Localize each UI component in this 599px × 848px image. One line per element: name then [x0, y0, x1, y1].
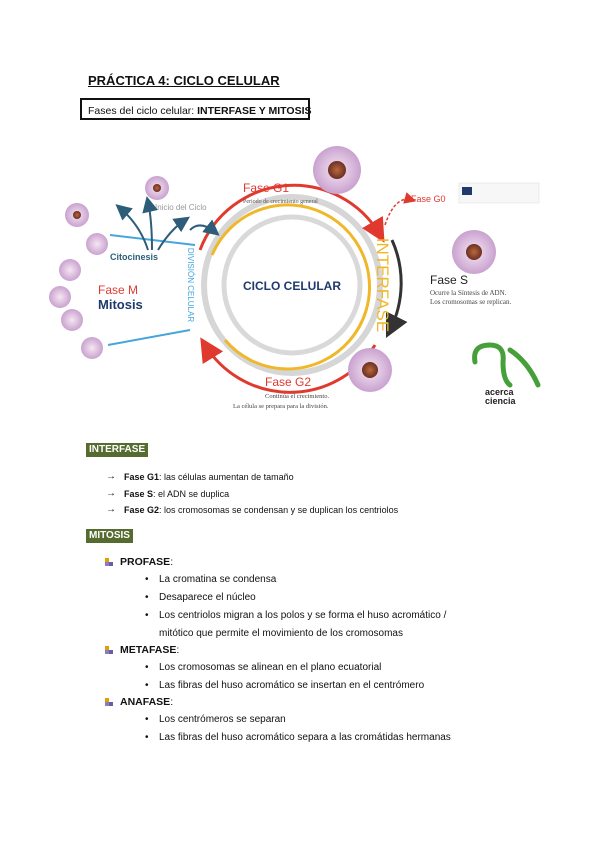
- interfase-item-bold: Fase S: [124, 488, 154, 499]
- outer-gray-ring: [201, 194, 383, 376]
- m-title: Fase M: [98, 283, 138, 297]
- interfase-item-text: : las células aumentan de tamaño: [159, 471, 294, 482]
- profase-heading: PROFASE:: [104, 556, 173, 568]
- interfase-item-g2: → Fase G2: los cromosomas se condensan y…: [106, 504, 398, 515]
- m-blue-line-bottom: [107, 329, 191, 346]
- g0-arrow: [384, 192, 417, 226]
- m-title-2: Mitosis: [98, 297, 143, 312]
- profase-item: •La cromatina se condensa: [145, 574, 277, 585]
- inicio-arrow-2: [142, 196, 158, 251]
- g0-thumbnail: [458, 182, 540, 204]
- s-title: Fase S: [430, 273, 468, 287]
- interfase-item-s: → Fase S: el ADN se duplica: [106, 488, 229, 499]
- s-desc-2: Los cromosomas se replican.: [430, 298, 512, 306]
- g0-thumbnail-icon: [462, 187, 472, 195]
- anafase-item-text: Los centrómeros se separan: [159, 714, 286, 725]
- right-arrow-icon: →: [106, 488, 116, 499]
- interfase-item-bold: Fase G1: [124, 471, 160, 482]
- push-pin-icon: [104, 557, 114, 567]
- metafase-item: •Las fibras del huso acromático se inser…: [145, 680, 425, 691]
- mitosis-cell-6: [61, 309, 83, 331]
- g1-desc: Periodo de crecimiento general: [243, 199, 318, 205]
- logo-text-2: ciencia: [485, 396, 517, 406]
- anafase-label: ANAFASE: [120, 696, 171, 708]
- mitosis-cell-5: [49, 286, 71, 308]
- push-pin-icon: [104, 697, 114, 707]
- interfase-item-bold: Fase G2: [124, 504, 160, 515]
- citocinesis-label: Citocinesis: [110, 252, 158, 262]
- mitosis-cell-7: [81, 337, 103, 359]
- mitosis-cell-3: [86, 233, 108, 255]
- profase-item-text: mitótico que permite el movimiento de lo…: [159, 628, 403, 639]
- g2-desc-1: Continúa el crecimiento.: [265, 393, 329, 400]
- logo-mark: [472, 342, 541, 388]
- g2-nucleus: [362, 362, 378, 378]
- document-title: PRÁCTICA 4: CICLO CELULAR: [88, 73, 280, 88]
- g2-desc-2: La célula se prepara para la división.: [233, 403, 329, 410]
- push-pin-icon: [104, 645, 114, 655]
- anafase-item: •Los centrómeros se separan: [145, 714, 286, 725]
- inner-gray-ring: [221, 214, 363, 356]
- g1-nucleus: [328, 161, 346, 179]
- division-vertical-label: DIVISIÓN CELULAR: [186, 248, 195, 322]
- g1-title: Fase G1: [243, 181, 289, 195]
- inicio-arrow-4: [189, 219, 220, 236]
- mitosis-cell-2-nucleus: [73, 211, 81, 219]
- interfase-item-text: : los cromosomas se condensan y se dupli…: [159, 504, 399, 515]
- inicio-arrow-1: [115, 204, 149, 251]
- anafase-item-text: Las fibras del huso acromático separa a …: [159, 732, 451, 743]
- inicio-label: Inicio del Ciclo: [155, 203, 207, 212]
- metafase-item: •Los cromosomas se alinean en el plano e…: [145, 662, 382, 673]
- interfase-item-g1: → Fase G1: las células aumentan de tamañ…: [106, 471, 294, 482]
- subtitle-bold: INTERFASE Y MITOSIS: [197, 105, 312, 117]
- s-nucleus: [466, 244, 482, 260]
- subtitle-prefix: Fases del ciclo celular:: [88, 105, 198, 117]
- profase-item: •Los centriolos migran a los polos y se …: [145, 610, 447, 621]
- cell-cycle-diagram: CICLO CELULAR INTERFASE DIVISIÓN CELULAR…: [49, 146, 541, 410]
- logo-text-1: acerca: [485, 387, 515, 397]
- profase-item-continued: mitótico que permite el movimiento de lo…: [145, 628, 403, 639]
- metafase-label: METAFASE: [120, 644, 177, 656]
- g0-title: Fase G0: [411, 194, 446, 204]
- center-label: CICLO CELULAR: [243, 279, 341, 293]
- mitosis-cell-1-nucleus: [153, 184, 161, 192]
- anafase-item: •Las fibras del huso acromático separa a…: [145, 732, 451, 743]
- mitosis-cell-4: [59, 259, 81, 281]
- metafase-heading: METAFASE:: [104, 644, 179, 656]
- inicio-arrow-3: [157, 216, 190, 251]
- profase-label: PROFASE: [120, 556, 171, 568]
- profase-item-text: Los centriolos migran a los polos y se f…: [159, 610, 447, 621]
- yellow-interfase-arc: [210, 203, 372, 371]
- metafase-item-text: Los cromosomas se alinean en el plano ec…: [159, 662, 382, 673]
- interfase-heading: INTERFASE: [86, 443, 149, 457]
- subtitle-box: Fases del ciclo celular: INTERFASE Y MIT…: [80, 98, 312, 120]
- s-desc-1: Ocurre la Síntesis de ADN.: [430, 289, 507, 297]
- profase-item-text: La cromatina se condensa: [159, 574, 277, 585]
- right-arrow-icon: →: [106, 504, 116, 515]
- g2-title: Fase G2: [265, 375, 311, 389]
- profase-item: •Desaparece el núcleo: [145, 592, 256, 603]
- s-dark-arc: [385, 239, 408, 339]
- anafase-heading: ANAFASE:: [104, 696, 173, 708]
- metafase-item-text: Las fibras del huso acromático se insert…: [159, 680, 425, 691]
- interfase-item-text: : el ADN se duplica: [153, 488, 230, 499]
- interfase-vertical-label: INTERFASE: [373, 238, 392, 332]
- mitosis-heading: MITOSIS: [86, 529, 133, 543]
- right-arrow-icon: →: [106, 471, 116, 482]
- profase-item-text: Desaparece el núcleo: [159, 592, 256, 603]
